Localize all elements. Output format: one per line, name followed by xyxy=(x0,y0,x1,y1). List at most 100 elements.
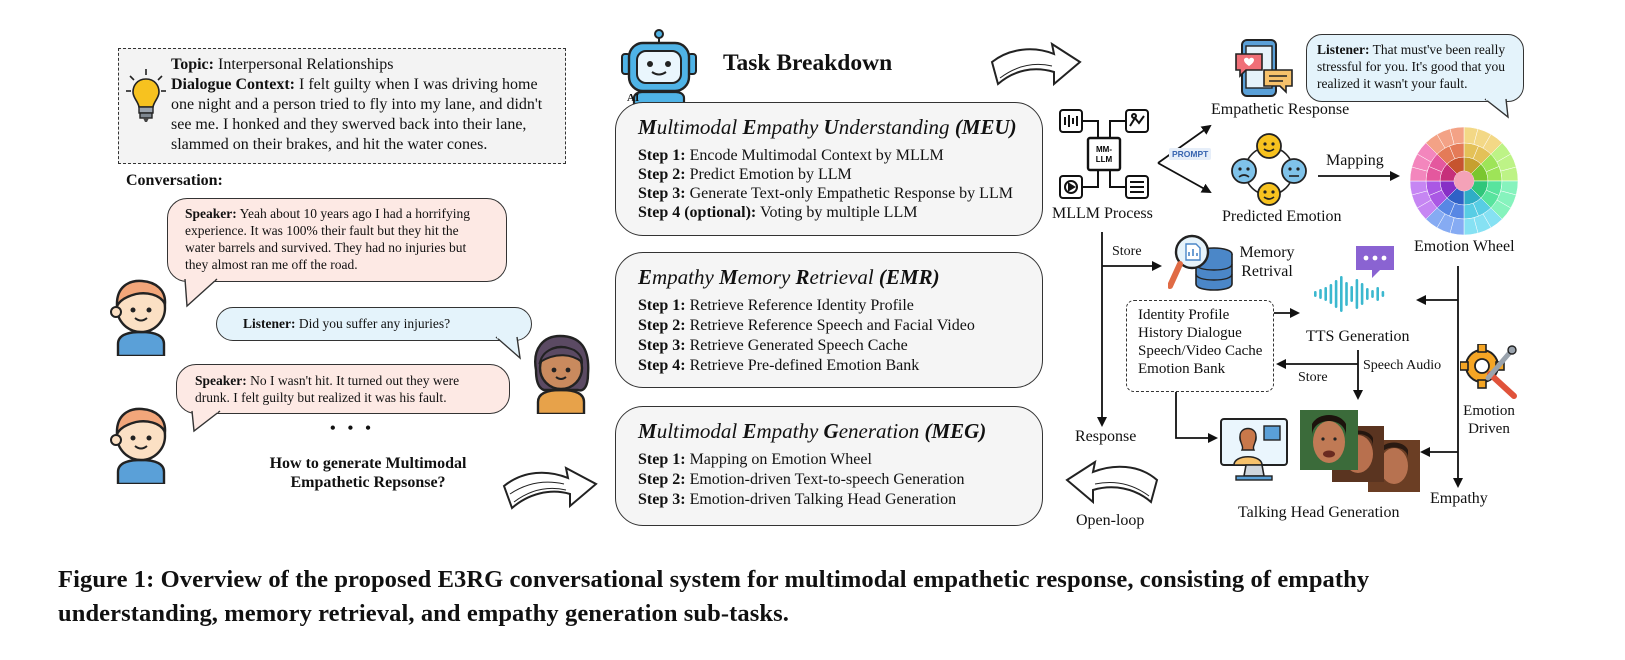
dialogue-text-2: one night and a person tried to fly into… xyxy=(171,96,543,113)
memory-database-icon xyxy=(1168,234,1233,291)
memory-item-identity: Identity Profile xyxy=(1138,307,1230,323)
conversation-label: Conversation: xyxy=(126,172,223,189)
memory-item-history: History Dialogue xyxy=(1138,325,1242,341)
question-line-2: Empathetic Repsonse? xyxy=(290,474,446,491)
listener-response-bubble: Listener: That must've been really stres… xyxy=(1306,34,1524,102)
listener-text: Did you suffer any injuries? xyxy=(298,316,451,331)
meu-step-3: Step 3: Generate Text-only Empathetic Re… xyxy=(638,185,1013,202)
emr-step-3: Step 3: Retrieve Generated Speech Cache xyxy=(638,337,908,354)
dialogue-line-1: Dialogue Context: I felt guilty when I w… xyxy=(171,75,538,95)
listener-response-text-2: stressful for you. It's good that you xyxy=(1317,59,1506,74)
topic-line: Topic: Interpersonal Relationships xyxy=(171,55,394,75)
speaker-avatar-icon-2 xyxy=(110,407,167,484)
meu-panel: Multimodal Empathy Understanding (MEU) S… xyxy=(615,102,1043,236)
mllm-chip-text-2: LLM xyxy=(1096,155,1113,164)
meg-title: Multimodal Empathy Generation (MEG) xyxy=(638,419,987,443)
emr-step-4: Step 4: Retrieve Pre-defined Emotion Ban… xyxy=(638,357,920,374)
ai-badge: AI xyxy=(627,92,640,104)
dialogue-text-1: I felt guilty when I was driving home xyxy=(298,76,538,93)
emotion-faces-icon xyxy=(1231,133,1307,206)
speaker-text-2: experience. It was 100% their fault but … xyxy=(185,223,459,238)
mllm-process-label: MLLM Process xyxy=(1052,205,1153,222)
dialogue-text-4: slammed on their brakes, and hit the wat… xyxy=(171,136,488,153)
gear-tools-icon xyxy=(1460,344,1517,399)
tts-generation-label: TTS Generation xyxy=(1306,328,1410,345)
empathy-label: Empathy xyxy=(1430,490,1488,507)
speaker-bubble-2-tail xyxy=(191,410,221,433)
task-breakdown-title: Task Breakdown xyxy=(723,50,893,76)
listener-response-text-3: realized it wasn't your fault. xyxy=(1317,76,1468,91)
figure-caption-line-1: Figure 1: Overview of the proposed E3RG … xyxy=(58,566,1370,593)
mllm-chip-icon: MM- LLM xyxy=(1059,109,1149,199)
meu-step-2: Step 2: Predict Emotion by LLM xyxy=(638,166,852,183)
speech-audio-label: Speech Audio xyxy=(1363,358,1442,373)
speaker-avatar-icon xyxy=(110,279,167,356)
ellipsis: • • • xyxy=(330,420,375,437)
meg-panel: Multimodal Empathy Generation (MEG) Step… xyxy=(615,406,1043,526)
listener-response-tail xyxy=(1484,98,1509,119)
dialogue-text-3: see me. I honked and they swerved back i… xyxy=(171,116,527,133)
emotion-wheel-label: Emotion Wheel xyxy=(1414,238,1515,255)
talking-head-label: Talking Head Generation xyxy=(1238,504,1400,521)
chat-phone-icon xyxy=(1235,39,1293,97)
speaker-text-3: water barrels and survived. They had no … xyxy=(185,240,467,255)
emotion-driven-line-2: Driven xyxy=(1468,421,1510,437)
audio-wave-bar xyxy=(1334,280,1338,308)
speaker-bubble-1-tail xyxy=(184,278,218,308)
emotion-wheel-icon xyxy=(1409,126,1519,236)
meg-step-3: Step 3: Emotion-driven Talking Head Gene… xyxy=(638,491,957,508)
curved-arrow-left-icon xyxy=(502,466,598,510)
speaker-text-1: Yeah about 10 years ago I had a horrifyi… xyxy=(239,206,470,221)
audio-wave-bar xyxy=(1329,284,1333,304)
mllm-chip-text-1: MM- xyxy=(1096,145,1112,154)
video-call-monitor-icon xyxy=(1220,418,1288,481)
memory-items-box: Identity Profile History Dialogue Speech… xyxy=(1126,300,1274,392)
audio-wave-bar xyxy=(1371,290,1374,298)
dialogue-label: Dialogue Context: xyxy=(171,76,295,93)
audio-wave-bar xyxy=(1319,289,1322,299)
speaker2-text-1: No I wasn't hit. It turned out they were xyxy=(250,373,460,388)
predicted-emotion-label: Predicted Emotion xyxy=(1222,208,1342,225)
audio-wave-bar xyxy=(1340,276,1343,312)
topic-value: Interpersonal Relationships xyxy=(217,56,394,73)
listener-label: Listener: xyxy=(243,316,296,331)
open-loop-label: Open-loop xyxy=(1076,512,1145,529)
listener-bubble: Listener: Did you suffer any injuries? xyxy=(216,307,532,341)
emotion-driven-line-1: Emotion xyxy=(1463,403,1515,419)
prompt-tag: PROMPT xyxy=(1169,148,1212,160)
audio-wave-bar xyxy=(1366,288,1369,300)
audio-wave-bar xyxy=(1376,287,1379,301)
speaker2-text-2: drunk. I felt guilty but realized it was… xyxy=(195,390,447,405)
memory-retrival-line-2: Retrival xyxy=(1241,263,1293,280)
meu-step-1: Step 1: Encode Multimodal Context by MLL… xyxy=(638,147,944,164)
emotion-wheel-center xyxy=(1454,171,1474,191)
speaker-label-2: Speaker: xyxy=(195,373,247,388)
listener-bubble-tail xyxy=(495,336,521,360)
speaker-bubble-2: Speaker: No I wasn't hit. It turned out … xyxy=(176,364,510,414)
pipeline-connectors xyxy=(1097,124,1463,488)
audio-wave-bar xyxy=(1381,291,1385,297)
audio-wave-bar xyxy=(1360,283,1364,305)
meu-step-4: Step 4 (optional): Voting by multiple LL… xyxy=(638,204,918,221)
response-label: Response xyxy=(1075,428,1137,445)
memory-item-emotion-bank: Emotion Bank xyxy=(1138,361,1226,377)
store-label-top: Store xyxy=(1112,244,1142,259)
empathetic-response-label: Empathetic Response xyxy=(1211,101,1350,118)
memory-item-cache: Speech/Video Cache xyxy=(1138,343,1263,359)
speaker-label: Speaker: xyxy=(185,206,237,221)
dialogue-context-box: Topic: Interpersonal Relationships Dialo… xyxy=(118,48,566,164)
emotion-wheel-segment xyxy=(1449,126,1465,145)
listener-response-text-1: That must've been really xyxy=(1372,42,1506,57)
audio-wave-bar xyxy=(1314,291,1317,297)
meg-step-1: Step 1: Mapping on Emotion Wheel xyxy=(638,451,872,468)
store-label-bottom: Store xyxy=(1298,370,1328,385)
audio-wave-bar xyxy=(1355,279,1359,309)
emr-step-2: Step 2: Retrieve Reference Speech and Fa… xyxy=(638,317,975,334)
audio-wave-bar xyxy=(1324,287,1327,301)
meg-step-2: Step 2: Emotion-driven Text-to-speech Ge… xyxy=(638,471,965,488)
figure-caption-line-2: understanding, memory retrieval, and emp… xyxy=(58,600,789,627)
mapping-label: Mapping xyxy=(1326,152,1384,169)
speaker-text-4: they almost ran me off the road. xyxy=(185,257,358,272)
open-loop-arrow-icon xyxy=(1065,459,1159,505)
lightbulb-icon xyxy=(126,69,166,122)
